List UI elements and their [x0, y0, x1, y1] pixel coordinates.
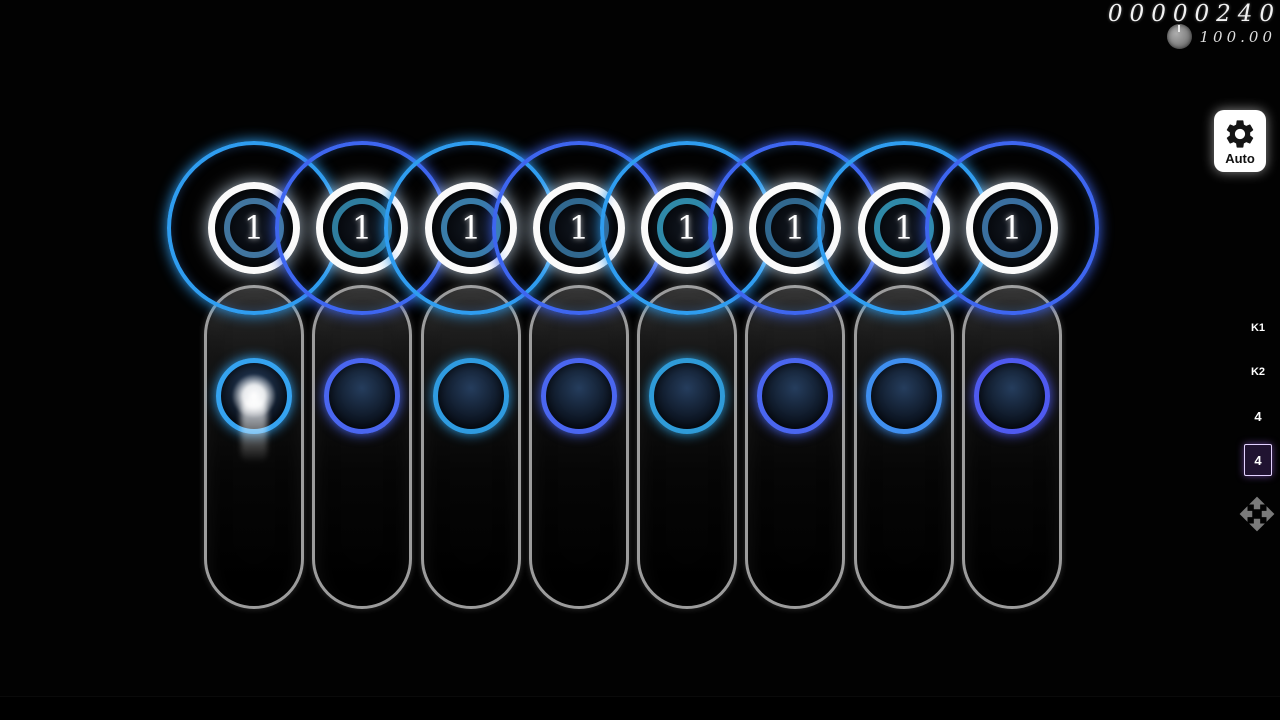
- lane-capsule: [312, 285, 412, 609]
- lane-capsule: [745, 285, 845, 609]
- lane-capsule: [962, 285, 1062, 609]
- hit-circle-inner-ring: 1: [982, 198, 1042, 258]
- lane-receptor[interactable]: [866, 358, 942, 434]
- key-counter-k2: K2: [1250, 366, 1266, 378]
- combo-number: 1: [676, 209, 698, 247]
- combo-number: 1: [351, 209, 373, 247]
- combo-number: 1: [243, 209, 265, 247]
- hit-circle[interactable]: 1: [966, 182, 1058, 274]
- lane-4: 1: [492, 138, 666, 618]
- progress-pie-icon: [1166, 24, 1192, 49]
- combo-number: 1: [1001, 209, 1023, 247]
- lane-capsule: [854, 285, 954, 609]
- lane-6: 1: [708, 138, 882, 618]
- approach-circle: [925, 141, 1099, 315]
- hit-circle-inner-ring: 1: [332, 198, 392, 258]
- key-counter-m2: 4: [1236, 438, 1280, 482]
- combo-number: 1: [568, 209, 590, 247]
- lane-receptor[interactable]: [757, 358, 833, 434]
- gear-icon: [1226, 120, 1254, 148]
- lane-receptor[interactable]: [541, 358, 617, 434]
- lane-receptor[interactable]: [324, 358, 400, 434]
- auto-cursor: [232, 374, 276, 418]
- score-display: 00000240: [1107, 1, 1280, 27]
- lane-receptor[interactable]: [433, 358, 509, 434]
- combo-number: 1: [460, 209, 482, 247]
- hit-circle-inner-ring: 1: [224, 198, 284, 258]
- accuracy-row: 100.00: [1166, 24, 1272, 49]
- lane-receptor[interactable]: [649, 358, 725, 434]
- lane-8: 1: [925, 138, 1099, 618]
- lane-1: 1: [167, 138, 341, 618]
- combo-number: 1: [784, 209, 806, 247]
- hit-circle-inner-ring: 1: [657, 198, 717, 258]
- lane-receptor[interactable]: [974, 358, 1050, 434]
- key-counter-k1: K1: [1250, 322, 1266, 334]
- auto-mod-badge: Auto: [1214, 110, 1266, 172]
- key-overlay: K1 K2 4 4: [1236, 306, 1280, 482]
- lane-capsule: [637, 285, 737, 609]
- key-counter-m1: 4: [1254, 408, 1262, 424]
- hit-circle-inner-ring: 1: [765, 198, 825, 258]
- lane-capsule: [529, 285, 629, 609]
- accuracy-display: 100.00: [1199, 27, 1276, 46]
- letterbox-bar: [0, 696, 1280, 720]
- auto-mod-label: Auto: [1225, 151, 1255, 166]
- move-cursor-icon: [1239, 496, 1275, 532]
- combo-number: 1: [893, 209, 915, 247]
- lane-5: 1: [600, 138, 774, 618]
- lane-capsule: [421, 285, 521, 609]
